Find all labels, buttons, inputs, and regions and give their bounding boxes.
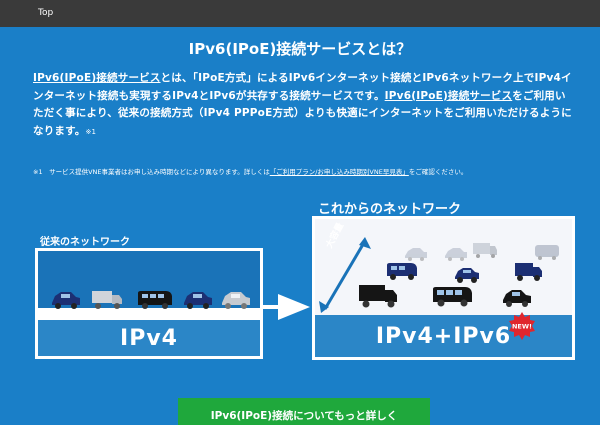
van-icon <box>535 245 559 260</box>
car-icon <box>445 248 467 261</box>
page-title: IPv6(IPoE)接続サービスとは？ <box>188 40 412 58</box>
car-icon <box>503 290 531 307</box>
car-icon <box>184 292 212 309</box>
vne-table-link[interactable]: 「ご利用プラン/お申し込み時期別VNE早見表」 <box>269 168 409 176</box>
description-text-2: をご利用いただく事により、従来の接続方式（IPv4 PPPoE方式）よりも快適に… <box>33 89 572 137</box>
car-icon <box>405 248 427 261</box>
truck-icon <box>359 285 397 308</box>
truck-icon <box>473 243 497 258</box>
note-suffix: をご確認ください。 <box>408 168 468 176</box>
capacity-arrow-icon <box>319 237 371 313</box>
ipv4-band: IPv4 <box>38 320 260 356</box>
more-details-button[interactable]: IPv6(IPoE)接続についてもっと詳しく <box>178 398 430 425</box>
old-traffic-illustration <box>52 291 250 309</box>
service-description: IPv6(IPoE)接続サービスとは、「IPoE方式」によるIPv6インターネッ… <box>33 70 573 141</box>
old-network-label: 従来のネットワーク <box>40 237 130 248</box>
description-text-1: とは、「IPoE方式」によるIPv6インターネット接続とIPv6ネットワーク上で… <box>33 72 572 102</box>
van-icon <box>433 287 472 307</box>
service-link-2[interactable]: IPv6(IPoE)接続サービス <box>384 89 513 102</box>
old-network-panel: IPv4 <box>35 248 263 359</box>
note-prefix: ※1 サービス提供VNE事業者はお申し込み時期などにより異なります。詳しくは <box>33 168 270 176</box>
transition-arrow-icon <box>262 294 310 320</box>
new-network-panel: IPv4+IPv6 <box>312 216 575 360</box>
truck-icon <box>515 263 542 281</box>
car-icon <box>52 292 80 309</box>
new-traffic-illustration <box>319 237 559 313</box>
footnote-note: ※1 サービス提供VNE事業者はお申し込み時期などにより異なります。詳しくは「ご… <box>33 166 573 176</box>
service-link-1[interactable]: IPv6(IPoE)接続サービス <box>33 72 161 84</box>
van-icon <box>387 263 417 280</box>
car-icon <box>222 292 250 309</box>
footnote-ref: ※1 <box>85 127 97 136</box>
truck-icon <box>92 291 122 309</box>
top-tab[interactable]: Top <box>38 8 54 18</box>
van-icon <box>138 291 172 309</box>
car-icon <box>455 268 479 283</box>
new-badge-text: NEW! <box>512 323 532 331</box>
new-network-label: これからのネットワーク <box>318 202 462 217</box>
old-road <box>38 308 260 320</box>
top-nav-bar: Top <box>0 0 600 27</box>
new-badge-icon: NEW! <box>509 312 535 340</box>
